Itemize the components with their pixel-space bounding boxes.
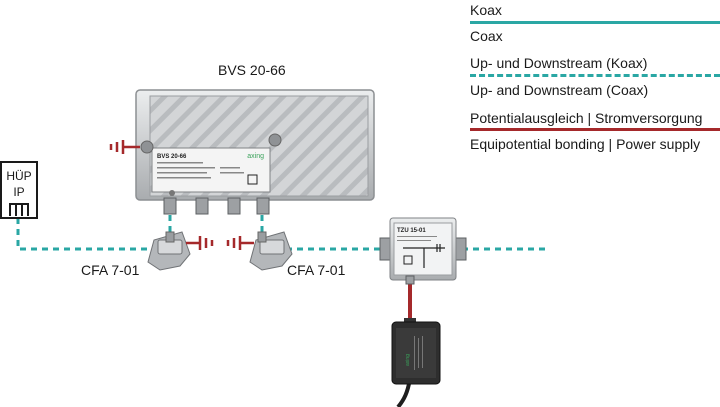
power-supply-device: axing — [391, 318, 441, 385]
legend-updown-coax-label: Up- and Downstream (Coax) — [470, 82, 649, 98]
coupler-schematic-icon — [403, 244, 445, 268]
psu-brand-logo: axing — [405, 354, 411, 366]
clamp-left-label: CFA 7-01 — [81, 262, 140, 278]
legend-updown-dashed-line — [470, 74, 720, 77]
legend-coax-label: Coax — [470, 28, 503, 44]
amplifier-device: BVS 20-66 axing — [135, 89, 375, 215]
clamp-left-device — [147, 231, 214, 271]
lid-screw-icon — [268, 133, 282, 147]
legend-equipotential-label: Equipotential bonding | Power supply — [470, 136, 701, 152]
coax-dashed-cable — [16, 215, 545, 251]
amplifier-title: BVS 20-66 — [218, 62, 286, 78]
ce-mark-icon — [247, 174, 258, 185]
amplifier-brand-logo: axing — [247, 153, 264, 160]
ground-screw-icon — [140, 140, 154, 154]
legend-power-line — [470, 128, 720, 131]
legend-koax-label: Koax — [470, 2, 502, 18]
hup-ip-label: IP — [13, 185, 24, 199]
clamp-right-device — [226, 231, 293, 271]
hup-box: HÜP IP — [0, 161, 38, 219]
amplifier-label-plate — [151, 147, 271, 193]
ground-symbol-amplifier-icon — [109, 140, 140, 154]
coupler-device: TZU 15-01 — [379, 217, 467, 285]
amplifier-plate-model: BVS 20-66 — [157, 154, 187, 160]
clamp-right-label: CFA 7-01 — [287, 262, 346, 278]
legend-potential-label: Potentialausgleich | Stromversorgung — [470, 110, 703, 126]
legend-coax-solid-line — [470, 21, 720, 24]
coupler-model-label: TZU 15-01 — [397, 228, 426, 234]
hup-label: HÜP — [6, 169, 31, 183]
hup-socket-icon — [9, 203, 29, 216]
legend-updown-koax-label: Up- und Downstream (Koax) — [470, 55, 648, 71]
f-connector-icon — [163, 197, 270, 215]
